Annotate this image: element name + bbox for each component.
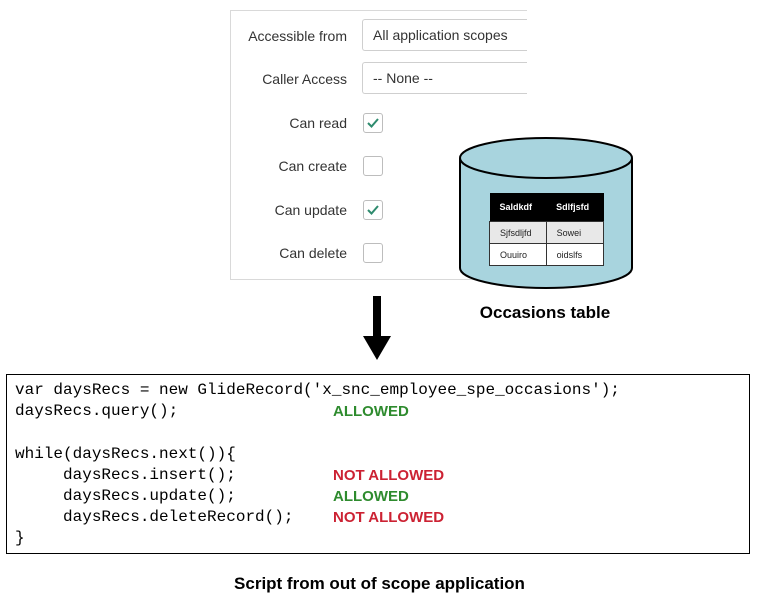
caller-access-label: Caller Access — [262, 71, 347, 87]
can-create-row: Can create — [231, 146, 527, 186]
accessible-from-select[interactable]: All application scopes — [362, 19, 527, 51]
table-cell: oidslfs — [545, 243, 605, 266]
figure-caption: Script from out of scope application — [234, 574, 525, 593]
can-delete-row: Can delete — [231, 233, 527, 273]
update-permission-label: ALLOWED — [333, 488, 409, 505]
table-cell: Sjfsdljfd — [489, 221, 547, 244]
code-line: var daysRecs = new GlideRecord('x_snc_em… — [15, 381, 620, 399]
can-read-label: Can read — [289, 115, 347, 131]
can-delete-checkbox[interactable] — [363, 243, 383, 263]
can-update-checkbox[interactable] — [363, 200, 383, 220]
table-cell: Ouuiro — [489, 243, 547, 266]
code-line: daysRecs.insert(); — [15, 466, 236, 484]
down-arrow-icon — [363, 296, 391, 360]
insert-permission-label: NOT ALLOWED — [333, 467, 445, 484]
can-delete-label: Can delete — [279, 245, 347, 261]
code-line: daysRecs.query(); — [15, 402, 179, 420]
code-line: daysRecs.update(); — [15, 487, 236, 505]
checkmark-icon — [367, 205, 379, 215]
caller-access-select[interactable]: -- None -- — [362, 62, 527, 94]
caller-access-row: Caller Access -- None -- — [231, 59, 527, 99]
checkmark-icon — [367, 118, 379, 128]
can-update-label: Can update — [274, 202, 347, 218]
table-header-cell: Saldkdf — [489, 193, 547, 222]
accessible-from-label: Accessible from — [248, 28, 347, 44]
can-create-checkbox[interactable] — [363, 156, 383, 176]
table-row: Sjfsdljfd Sowei — [489, 221, 605, 244]
code-box: var daysRecs = new GlideRecord('x_snc_em… — [6, 374, 750, 554]
can-create-label: Can create — [278, 158, 347, 174]
code-line: } — [15, 529, 25, 547]
can-read-checkbox[interactable] — [363, 113, 383, 133]
table-cell: Sowei — [545, 221, 605, 244]
can-read-row: Can read — [231, 103, 527, 143]
table-row: Ouuiro oidslfs — [489, 243, 605, 266]
table-header-row: Saldkdf Sdlfjsfd — [489, 193, 604, 222]
query-permission-label: ALLOWED — [333, 403, 409, 420]
code-line: daysRecs.deleteRecord(); — [15, 508, 294, 526]
accessible-from-row: Accessible from All application scopes — [231, 16, 527, 56]
database-caption: Occasions table — [479, 303, 611, 322]
delete-permission-label: NOT ALLOWED — [333, 509, 445, 526]
code-line: while(daysRecs.next()){ — [15, 445, 236, 463]
occasions-table-preview: Saldkdf Sdlfjsfd Sjfsdljfd Sowei Ouuiro … — [489, 193, 605, 266]
can-update-row: Can update — [231, 190, 527, 230]
table-header-cell: Sdlfjsfd — [546, 193, 604, 222]
